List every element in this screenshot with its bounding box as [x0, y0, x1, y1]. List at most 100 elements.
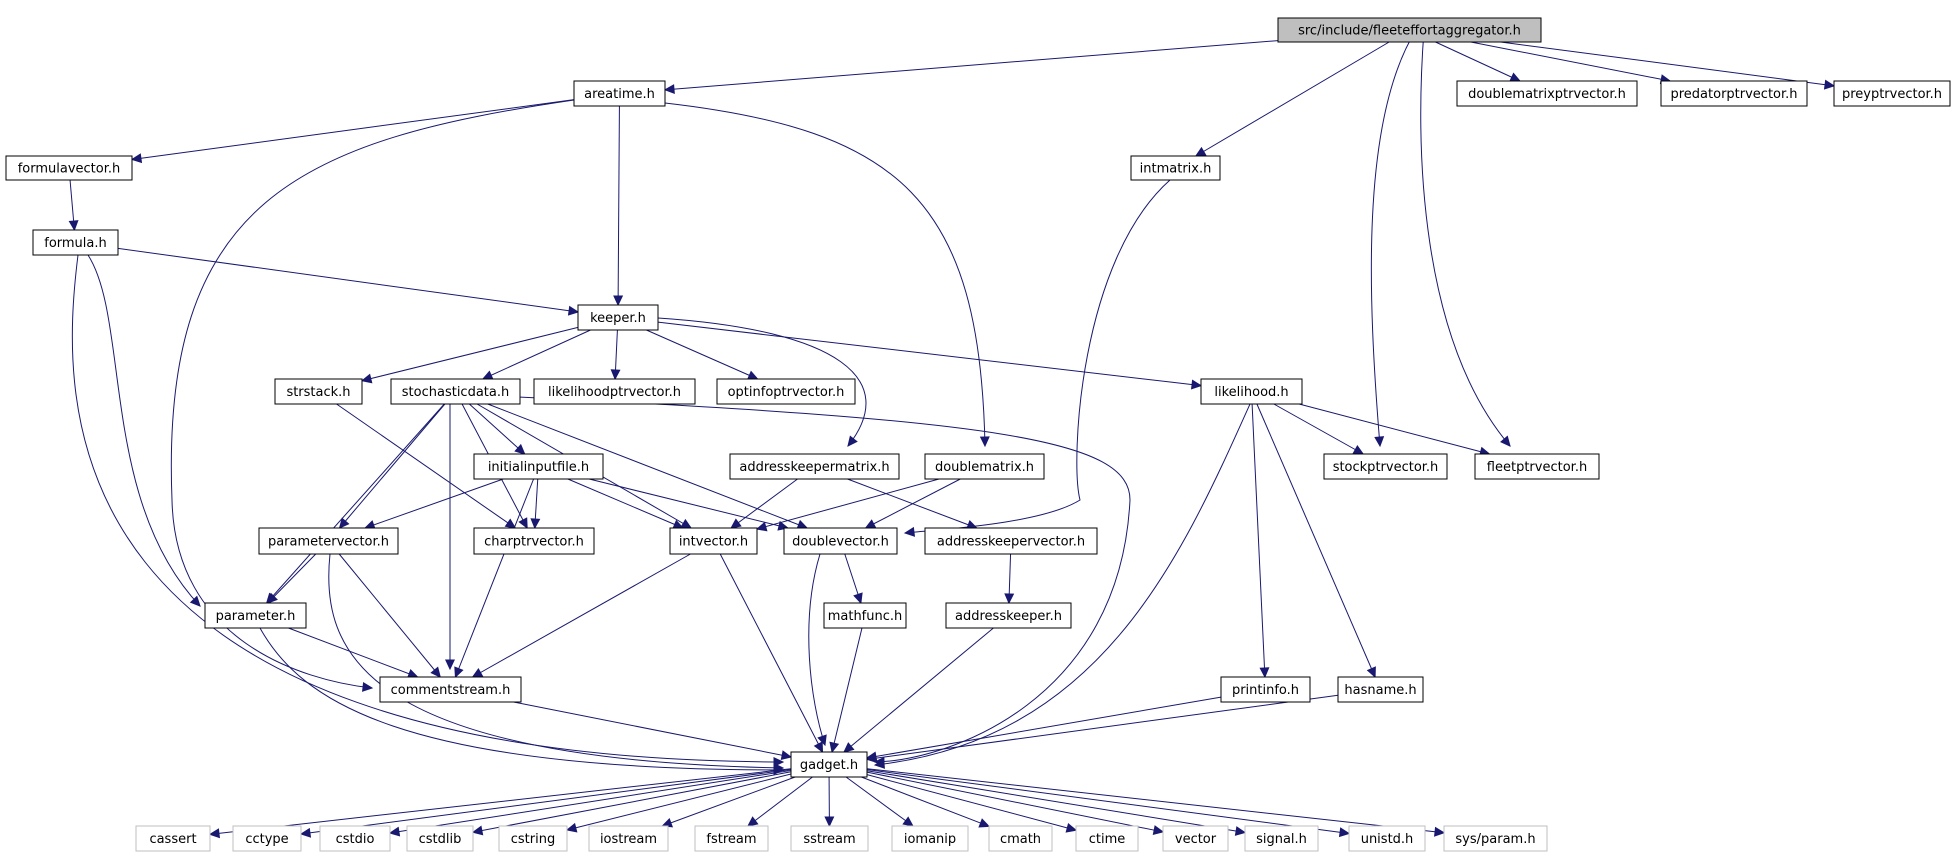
- edge-gadget-to-iostream: [661, 776, 796, 828]
- node-fleetptrvector[interactable]: fleetptrvector.h: [1474, 453, 1600, 480]
- node-likelihoodptrvector[interactable]: likelihoodptrvector.h: [533, 378, 696, 405]
- node-addresskeepervector[interactable]: addresskeepervector.h: [924, 527, 1098, 555]
- node-box-formulavector: [5, 155, 133, 181]
- node-label-formulavector: formulavector.h: [18, 162, 121, 177]
- node-commentstream[interactable]: commentstream.h: [379, 676, 522, 703]
- node-box-doublematrix: [924, 453, 1045, 480]
- node-label-gadget: gadget.h: [800, 758, 858, 773]
- edges-layer: [68, 29, 1836, 839]
- node-box-initialinputfile: [473, 453, 604, 480]
- node-box-intmatrix: [1130, 155, 1221, 181]
- node-keeper[interactable]: keeper.h: [577, 304, 659, 331]
- edge-root-to-preyptrvector: [1500, 41, 1836, 90]
- node-box-ctime: [1075, 825, 1139, 852]
- edge-initialinputfile-to-charptrvector: [530, 478, 541, 530]
- node-box-sstream: [790, 825, 869, 852]
- edge-likelihood-to-hasname: [1256, 403, 1376, 679]
- node-stochasticdata[interactable]: stochasticdata.h: [390, 378, 521, 405]
- node-mathfunc[interactable]: mathfunc.h: [823, 602, 907, 629]
- node-unistd: unistd.h: [1348, 825, 1426, 852]
- edge-printinfo-to-gadget: [865, 696, 1222, 762]
- node-box-cctype: [232, 825, 302, 852]
- node-hasname[interactable]: hasname.h: [1337, 676, 1424, 703]
- node-formula[interactable]: formula.h: [32, 229, 119, 256]
- node-label-addresskeepervector: addresskeepervector.h: [937, 535, 1085, 550]
- node-box-areatime: [573, 80, 666, 107]
- edge-areatime-to-commentstream: [170, 99, 575, 692]
- node-box-likelihoodptrvector: [533, 378, 696, 405]
- edge-likelihood-to-gadget: [873, 403, 1251, 769]
- node-label-cassert: cassert: [149, 832, 196, 847]
- node-predatorptrvector[interactable]: predatorptrvector.h: [1660, 80, 1808, 107]
- node-box-doublevector: [783, 527, 898, 555]
- node-addresskeepermatrix[interactable]: addresskeepermatrix.h: [729, 453, 900, 480]
- node-intvector[interactable]: intvector.h: [669, 527, 758, 555]
- node-box-optinfoptrvector: [716, 378, 856, 405]
- node-box-stochasticdata: [390, 378, 521, 405]
- node-label-areatime: areatime.h: [584, 87, 655, 102]
- node-label-stochasticdata: stochasticdata.h: [402, 385, 509, 400]
- node-box-stockptrvector: [1323, 453, 1448, 480]
- node-cmath: cmath: [988, 825, 1053, 852]
- node-intmatrix[interactable]: intmatrix.h: [1130, 155, 1221, 181]
- node-parameter[interactable]: parameter.h: [204, 602, 307, 629]
- node-areatime[interactable]: areatime.h: [573, 80, 666, 107]
- node-label-ctime: ctime: [1089, 832, 1126, 847]
- node-signal: signal.h: [1244, 825, 1319, 852]
- node-vector: vector: [1162, 825, 1229, 852]
- node-preyptrvector[interactable]: preyptrvector.h: [1833, 80, 1951, 107]
- node-likelihood[interactable]: likelihood.h: [1200, 378, 1303, 405]
- node-box-strstack: [274, 378, 363, 405]
- node-label-sysparam: sys/param.h: [1455, 832, 1535, 847]
- node-label-likelihood: likelihood.h: [1214, 385, 1288, 400]
- node-box-likelihood: [1200, 378, 1303, 405]
- node-addresskeeper[interactable]: addresskeeper.h: [945, 602, 1072, 629]
- node-box-doublematrixptrvector: [1456, 80, 1638, 107]
- edge-stochasticdata-to-commentstream: [445, 403, 455, 671]
- node-formulavector[interactable]: formulavector.h: [5, 155, 133, 181]
- edge-root-to-doublematrixptrvector: [1435, 41, 1522, 82]
- edge-addresskeepermatrix-to-intvector: [730, 478, 798, 529]
- node-charptrvector[interactable]: charptrvector.h: [473, 527, 595, 555]
- edge-gadget-to-ctime: [866, 774, 1078, 833]
- node-initialinputfile[interactable]: initialinputfile.h: [473, 453, 604, 480]
- node-gadget[interactable]: gadget.h: [790, 751, 868, 778]
- edge-gadget-to-sysparam: [866, 768, 1446, 837]
- node-printinfo[interactable]: printinfo.h: [1220, 676, 1311, 703]
- edge-gadget-to-cstring: [565, 773, 792, 833]
- node-label-likelihoodptrvector: likelihoodptrvector.h: [548, 385, 681, 400]
- node-box-cstdio: [319, 825, 391, 852]
- edge-stochasticdata-to-gadget: [517, 396, 1131, 767]
- node-root[interactable]: src/include/fleeteffortaggregator.h: [1277, 17, 1542, 43]
- edge-formulavector-to-formula: [68, 179, 79, 232]
- node-parametervector[interactable]: parametervector.h: [258, 527, 399, 555]
- node-stockptrvector[interactable]: stockptrvector.h: [1323, 453, 1448, 480]
- edge-addresskeepervector-to-addresskeeper: [1004, 553, 1015, 605]
- node-box-iostream: [588, 825, 669, 852]
- node-box-parametervector: [258, 527, 399, 555]
- node-label-cstdio: cstdio: [336, 832, 375, 847]
- node-label-signal: signal.h: [1256, 832, 1307, 847]
- node-label-preyptrvector: preyptrvector.h: [1842, 87, 1942, 102]
- edge-gadget-to-signal: [866, 770, 1247, 836]
- node-optinfoptrvector[interactable]: optinfoptrvector.h: [716, 378, 856, 405]
- node-label-doublevector: doublevector.h: [792, 535, 889, 550]
- node-strstack[interactable]: strstack.h: [274, 378, 363, 405]
- edge-addresskeeper-to-gadget: [843, 627, 994, 753]
- edge-root-to-areatime: [663, 40, 1279, 95]
- edge-initialinputfile-to-parametervector: [364, 478, 504, 530]
- edge-keeper-to-strstack: [360, 326, 579, 384]
- node-doublematrixptrvector[interactable]: doublematrixptrvector.h: [1456, 80, 1638, 107]
- edge-root-to-intmatrix: [1194, 41, 1390, 157]
- node-doublevector[interactable]: doublevector.h: [783, 527, 898, 555]
- edge-parametervector-to-commentstream: [338, 553, 441, 678]
- node-label-cstdlib: cstdlib: [419, 832, 462, 847]
- edge-parametervector-to-gadget: [328, 553, 785, 773]
- edge-gadget-to-vector: [866, 771, 1165, 835]
- node-doublematrix[interactable]: doublematrix.h: [924, 453, 1045, 480]
- edge-likelihood-to-printinfo: [1251, 403, 1270, 679]
- node-box-intvector: [669, 527, 758, 555]
- edge-keeper-to-likelihood: [657, 321, 1203, 390]
- node-label-hasname: hasname.h: [1344, 683, 1416, 698]
